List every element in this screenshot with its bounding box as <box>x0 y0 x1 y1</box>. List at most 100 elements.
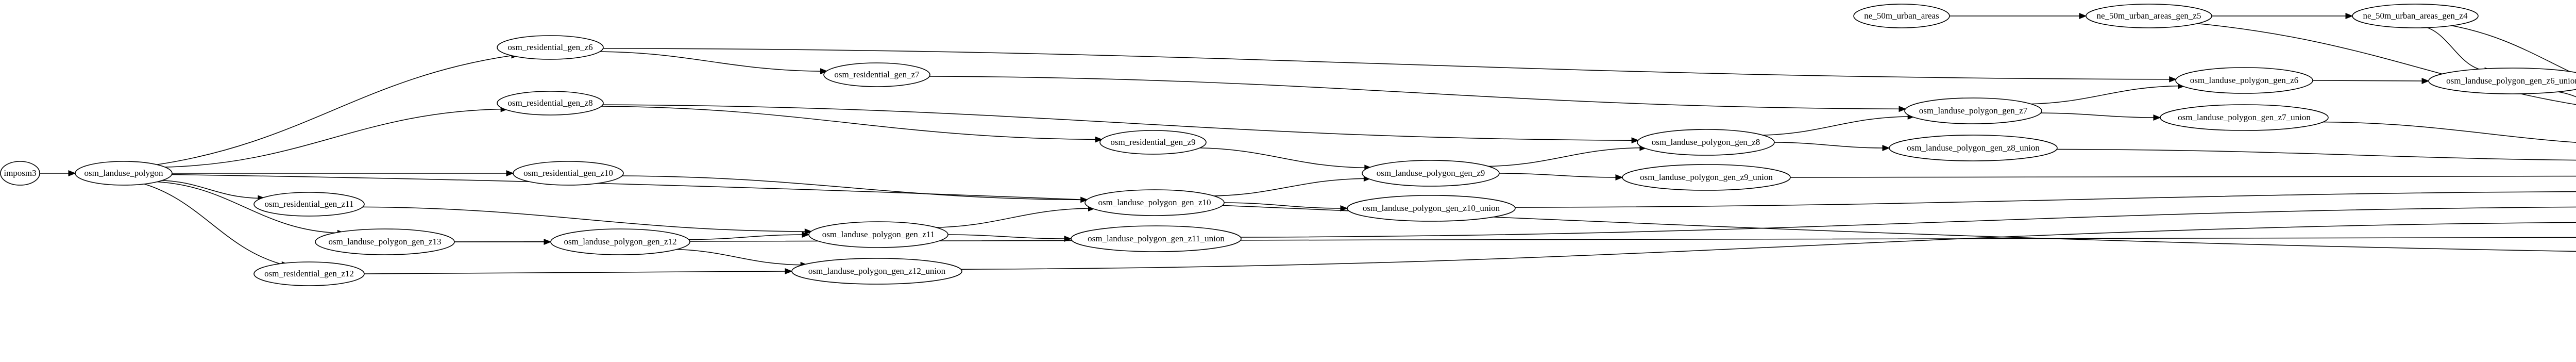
node-shape <box>1853 4 1950 28</box>
node-osm_landuse_polygon_gen_z12_union[interactable]: osm_landuse_polygon_gen_z12_union <box>791 258 962 285</box>
edge-osm_landuse_polygon_gen_z9_union-to-layer_landuse-z9 <box>1790 175 2576 178</box>
node-shape <box>2175 67 2313 94</box>
node-osm_landuse_polygon_gen_z10[interactable]: osm_landuse_polygon_gen_z10 <box>1084 189 1225 216</box>
edge-osm_landuse_polygon_gen_z10-to-osm_landuse_polygon_gen_z10_union <box>1224 202 1342 209</box>
edge-osm_landuse_polygon_gen_z9-to-osm_landuse_polygon_gen_z9_union <box>1499 173 1617 178</box>
node-label: osm_residential_gen_z12 <box>264 269 354 278</box>
node-osm_residential_gen_z12[interactable]: osm_residential_gen_z12 <box>253 261 365 286</box>
arrowhead-icon <box>2169 76 2177 83</box>
node-osm_landuse_polygon_gen_z7[interactable]: osm_landuse_polygon_gen_z7 <box>1904 97 2042 124</box>
edge-osm_landuse_polygon_gen_z7-to-osm_landuse_polygon_gen_z7_union <box>2040 112 2155 118</box>
edge-osm_landuse_polygon-to-osm_residential_gen_z8 <box>162 108 502 168</box>
nodes-layer: imposm3 osm_landuse_polygon osm_residentia… <box>0 4 2576 286</box>
arrowhead-icon <box>785 268 793 274</box>
node-label: osm_residential_gen_z6 <box>507 42 592 52</box>
node-label: osm_residential_gen_z9 <box>1110 137 1195 147</box>
arrowhead-icon <box>1631 137 1639 144</box>
arrowhead-icon <box>2345 13 2353 19</box>
node-shape <box>550 228 690 255</box>
edge-osm_landuse_polygon-to-osm_residential_gen_z6 <box>154 55 513 166</box>
edge-osm_landuse_polygon_gen_z13-to-layer_landuse-z13 <box>454 237 2576 242</box>
node-ne_50m_urban_areas_gen_z4[interactable]: ne_50m_urban_areas_gen_z4 <box>2352 4 2479 28</box>
edge-osm_landuse_polygon_gen_z7_union-to-layer_landuse-z7 <box>2321 121 2576 143</box>
arrowhead-icon <box>506 170 514 176</box>
node-osm_landuse_polygon_gen_z11[interactable]: osm_landuse_polygon_gen_z11 <box>808 221 948 248</box>
node-osm_residential_gen_z7[interactable]: osm_residential_gen_z7 <box>823 62 930 87</box>
node-osm_residential_gen_z8[interactable]: osm_residential_gen_z8 <box>497 91 604 116</box>
node-shape <box>1347 195 1516 222</box>
node-label: osm_landuse_polygon_gen_z11_union <box>1088 234 1225 243</box>
node-label: osm_residential_gen_z7 <box>834 70 920 79</box>
edge-osm_landuse_polygon_gen_z10-to-osm_landuse_polygon_gen_z9 <box>1210 178 1365 196</box>
arrowhead-icon <box>1882 145 1890 151</box>
edge-osm_residential_gen_z6-to-osm_landuse_polygon_gen_z6 <box>603 48 2170 80</box>
edge-osm_landuse_polygon_gen_z8-to-osm_landuse_polygon_gen_z7 <box>1758 116 1909 136</box>
node-label: ne_50m_urban_areas <box>1864 11 1939 21</box>
node-label: osm_landuse_polygon_gen_z9_union <box>1640 172 1773 182</box>
node-osm_landuse_polygon_gen_z11_union[interactable]: osm_landuse_polygon_gen_z11_union <box>1071 225 1242 252</box>
arrowhead-icon <box>802 232 810 238</box>
node-osm_landuse_polygon_gen_z13[interactable]: osm_landuse_polygon_gen_z13 <box>315 228 455 255</box>
node-osm_residential_gen_z10[interactable]: osm_residential_gen_z10 <box>513 161 624 186</box>
node-ne_50m_urban_areas_gen_z5[interactable]: ne_50m_urban_areas_gen_z5 <box>2086 4 2212 28</box>
edge-osm_landuse_polygon_gen_z8-to-osm_landuse_polygon_gen_z8_union <box>1774 142 1884 149</box>
edge-osm_landuse_polygon_gen_z11_union-to-layer_landuse-z11 <box>1240 206 2576 238</box>
node-osm_landuse_polygon[interactable]: osm_landuse_polygon <box>75 161 173 186</box>
node-osm_landuse_polygon_gen_z8_union[interactable]: osm_landuse_polygon_gen_z8_union <box>1889 135 2058 161</box>
node-label: ne_50m_urban_areas_gen_z5 <box>2097 11 2201 21</box>
node-shape <box>2428 68 2576 94</box>
node-label: osm_landuse_polygon_gen_z12_union <box>808 266 946 276</box>
node-osm_landuse_polygon_gen_z6_union[interactable]: osm_landuse_polygon_gen_z6_union <box>2428 68 2576 94</box>
edge-osm_residential_gen_z12-to-osm_landuse_polygon_gen_z12_union <box>364 271 786 274</box>
node-osm_residential_gen_z6[interactable]: osm_residential_gen_z6 <box>497 35 604 60</box>
node-shape <box>1084 189 1225 216</box>
arrowhead-icon <box>68 170 76 176</box>
node-osm_residential_gen_z9[interactable]: osm_residential_gen_z9 <box>1099 130 1207 155</box>
node-shape <box>1622 164 1791 191</box>
node-osm_landuse_polygon_gen_z9[interactable]: osm_landuse_polygon_gen_z9 <box>1362 160 1500 187</box>
node-label: osm_landuse_polygon_gen_z12 <box>564 237 676 246</box>
node-label: osm_residential_gen_z10 <box>523 168 613 178</box>
arrowhead-icon <box>2153 114 2161 121</box>
arrowhead-icon <box>1899 106 1907 112</box>
node-label: osm_landuse_polygon_gen_z13 <box>328 237 441 246</box>
edge-osm_residential_gen_z8-to-osm_residential_gen_z9 <box>601 106 1096 140</box>
node-shape <box>1637 129 1775 156</box>
node-shape <box>497 35 604 60</box>
node-label: ne_50m_urban_areas_gen_z4 <box>2363 11 2468 21</box>
node-shape <box>791 258 962 285</box>
arrowhead-icon <box>1615 174 1623 180</box>
edge-osm_residential_gen_z7-to-osm_landuse_polygon_gen_z7 <box>929 76 1900 110</box>
node-osm_landuse_polygon_gen_z12[interactable]: osm_landuse_polygon_gen_z12 <box>550 228 690 255</box>
arrowhead-icon <box>2079 13 2087 19</box>
node-shape <box>497 91 604 116</box>
arrowhead-icon <box>2421 78 2430 84</box>
node-osm_landuse_polygon_gen_z9_union[interactable]: osm_landuse_polygon_gen_z9_union <box>1622 164 1791 191</box>
edge-osm_residential_gen_z10-to-osm_landuse_polygon_gen_z10 <box>621 175 1081 201</box>
node-shape <box>253 261 365 286</box>
edge-osm_landuse_polygon_gen_z8_union-to-layer_landuse-z8 <box>2056 149 2576 161</box>
node-label: osm_landuse_polygon_gen_z9 <box>1377 168 1485 178</box>
node-imposm3[interactable]: imposm3 <box>0 161 40 186</box>
node-label: imposm3 <box>4 168 36 178</box>
node-ne_50m_urban_areas[interactable]: ne_50m_urban_areas <box>1853 4 1950 28</box>
node-shape <box>1071 225 1242 252</box>
edge-osm_residential_gen_z9-to-osm_landuse_polygon_gen_z9 <box>1197 147 1365 169</box>
node-osm_landuse_polygon_gen_z10_union[interactable]: osm_landuse_polygon_gen_z10_union <box>1347 195 1516 222</box>
node-osm_residential_gen_z11[interactable]: osm_residential_gen_z11 <box>253 192 365 217</box>
node-osm_landuse_polygon_gen_z8[interactable]: osm_landuse_polygon_gen_z8 <box>1637 129 1775 156</box>
node-shape <box>513 161 624 186</box>
node-osm_landuse_polygon_gen_z7_union[interactable]: osm_landuse_polygon_gen_z7_union <box>2160 104 2329 131</box>
edge-osm_landuse_polygon_gen_z12_union-to-layer_landuse-z12 <box>960 222 2576 270</box>
edge-osm_landuse_polygon-to-osm_residential_gen_z12 <box>140 182 283 265</box>
edge-osm_landuse_polygon_gen_z6-to-osm_landuse_polygon_gen_z6_union <box>2312 80 2423 81</box>
node-label: osm_landuse_polygon_gen_z10_union <box>1363 203 1500 213</box>
node-label: osm_landuse_polygon <box>84 168 163 178</box>
node-shape <box>253 192 365 217</box>
node-label: osm_landuse_polygon_gen_z7 <box>1919 106 2028 116</box>
node-osm_landuse_polygon_gen_z6[interactable]: osm_landuse_polygon_gen_z6 <box>2175 67 2313 94</box>
node-shape <box>2086 4 2212 28</box>
node-label: osm_residential_gen_z11 <box>264 199 353 209</box>
